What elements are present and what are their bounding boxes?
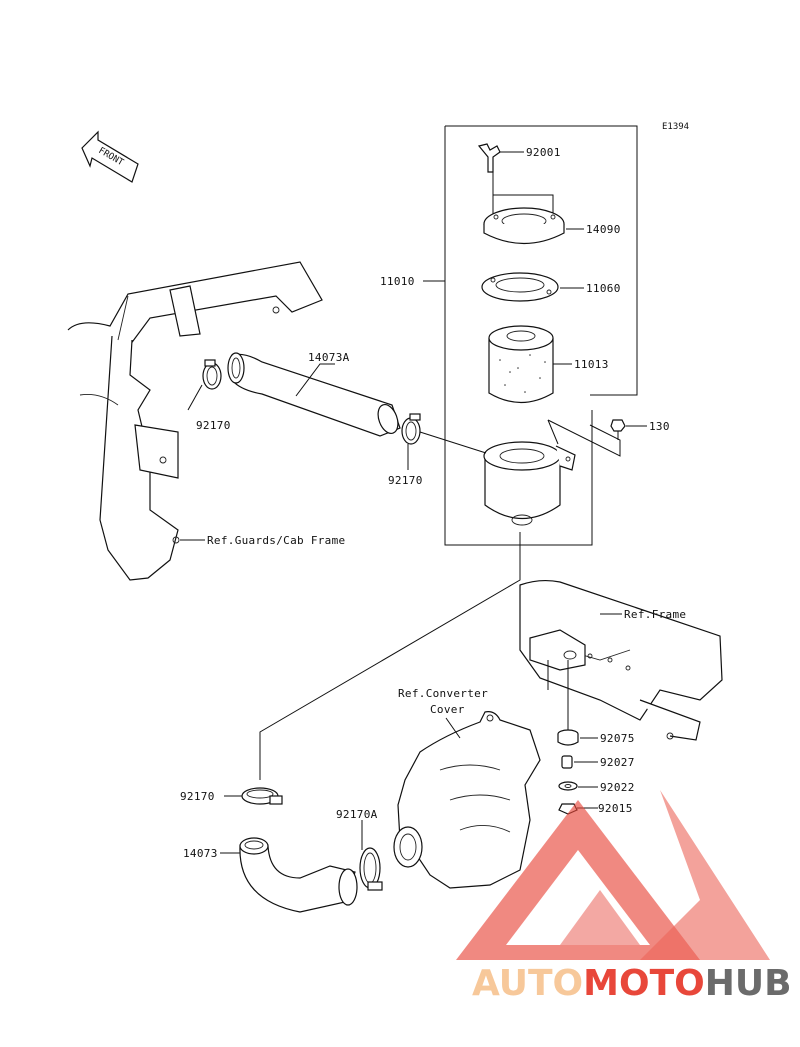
hose-clamp-92170A: [359, 847, 383, 891]
ref-guards-cab-frame: Ref.Guards/Cab Frame: [207, 534, 345, 547]
gasket-11060: [481, 272, 559, 302]
part-label-11060: 11060: [586, 282, 621, 295]
rubber-mount-92075: [557, 729, 579, 746]
washer-92022: [558, 781, 578, 791]
wing-bolt-icon: [477, 143, 501, 173]
part-label-92075: 92075: [600, 732, 635, 745]
collar-92027: [561, 755, 573, 769]
part-label-14073: 14073: [183, 847, 218, 860]
ref-converter-line2: Cover: [430, 703, 465, 716]
part-label-14090: 14090: [586, 223, 621, 236]
part-label-11010: 11010: [380, 275, 415, 288]
hose-clamp-left: [202, 359, 222, 390]
part-label-11013: 11013: [574, 358, 609, 371]
ref-converter-line1: Ref.Converter: [398, 687, 488, 700]
part-label-92170-low: 92170: [180, 790, 215, 803]
filter-element-11013: [488, 325, 554, 403]
part-label-92022: 92022: [600, 781, 635, 794]
part-label-92170-mid: 92170: [388, 474, 423, 487]
automotohub-logo: [456, 790, 770, 960]
part-label-92015: 92015: [598, 802, 633, 815]
diagram-code: E1394: [662, 122, 689, 132]
ref-frame: Ref.Frame: [624, 608, 686, 621]
part-label-92001: 92001: [526, 146, 561, 159]
part-label-92170A: 92170A: [336, 808, 378, 821]
cab-frame: [67, 261, 323, 581]
intake-duct-14073A: [227, 352, 401, 437]
air-cleaner-housing: [483, 441, 576, 526]
watermark-auto: AUTOMOTOHUB: [472, 963, 792, 1004]
converter-cover: [393, 711, 541, 889]
duct-14073: [239, 837, 358, 913]
bolt-130-icon: [610, 419, 626, 440]
part-label-14073A: 14073A: [308, 351, 350, 364]
part-label-92027: 92027: [600, 756, 635, 769]
assembly-bracket: [423, 125, 638, 546]
part-label-92170-left: 92170: [196, 419, 231, 432]
hose-clamp-lower: [241, 787, 283, 805]
cover-plate-14090: [483, 207, 565, 245]
front-arrow-icon: FRONT: [81, 130, 139, 183]
part-label-130: 130: [649, 420, 670, 433]
main-frame: [519, 579, 723, 741]
hose-clamp-middle: [401, 413, 421, 445]
